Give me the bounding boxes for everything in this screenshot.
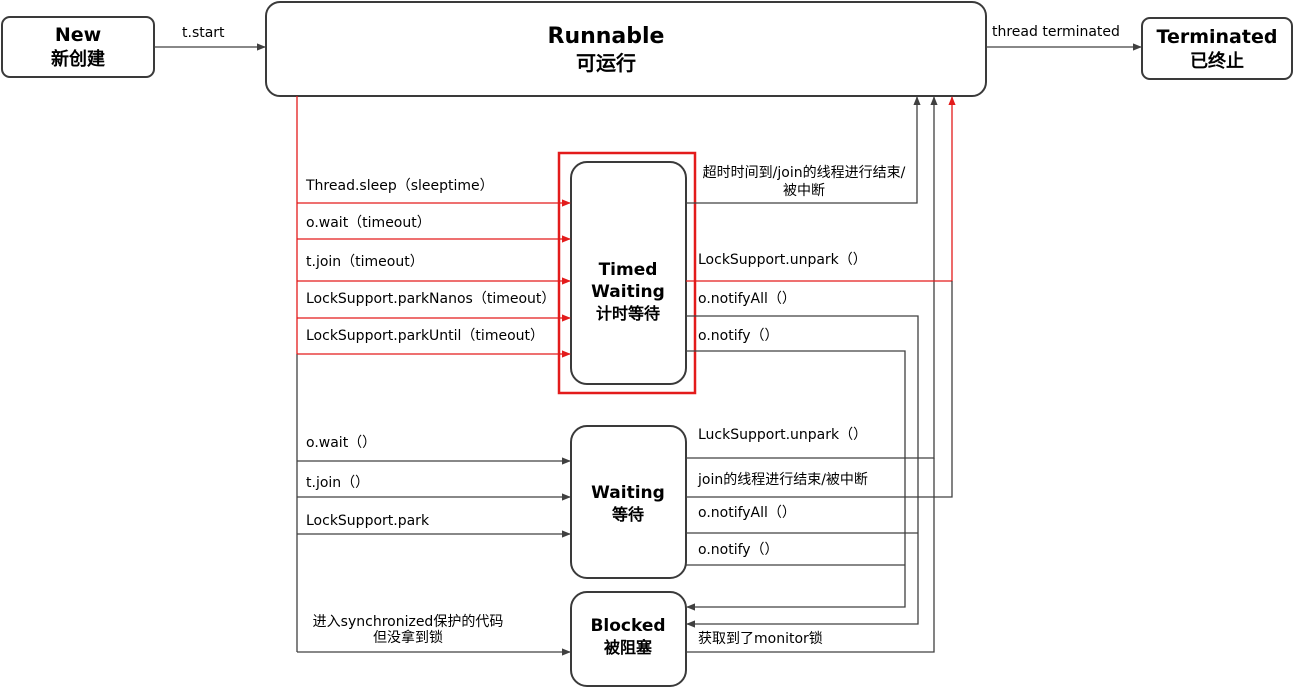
edge-wait-label: o.wait（） xyxy=(306,435,376,451)
timed-waiting-highlight-frame xyxy=(557,151,697,395)
state-waiting-cn: 等待 xyxy=(611,505,644,524)
edge-parkuntil-label: LockSupport.parkUntil（timeout） xyxy=(306,328,544,344)
edge-timed-notifyall-label: o.notifyAll（） xyxy=(698,291,796,307)
state-runnable-name: Runnable xyxy=(548,24,665,49)
state-runnable-cn: 可运行 xyxy=(576,51,636,75)
edge-to-blocked-label-1: 进入synchronized保护的代码 xyxy=(313,614,504,630)
edge-to-blocked: 进入synchronized保护的代码 但没拿到锁 xyxy=(297,614,571,656)
edge-waiting-unpark-label: LuckSupport.unpark（） xyxy=(698,427,867,443)
state-blocked-name: Blocked xyxy=(590,616,665,636)
edge-start: t.start xyxy=(154,25,266,51)
edge-to-blocked-label-2: 但没拿到锁 xyxy=(373,629,443,646)
edges-to-timed-waiting: Thread.sleep（sleeptime） o.wait（timeout） … xyxy=(297,178,571,358)
edge-waiting-notifyall-label: o.notifyAll（） xyxy=(698,505,796,521)
right-labels: 超时时间到/join的线程进行结束/ 被中断 LockSupport.unpar… xyxy=(697,165,906,647)
state-new: New 新创建 xyxy=(1,16,155,78)
edge-timed-unpark-label: LockSupport.unpark（） xyxy=(698,252,867,268)
edge-join-timeout-label: t.join（timeout） xyxy=(306,254,424,270)
edge-timed-notify-label: o.notify（） xyxy=(698,328,779,344)
edge-wait-timeout-label: o.wait（timeout） xyxy=(306,215,431,231)
state-new-cn: 新创建 xyxy=(51,48,105,70)
state-terminated: Terminated 已终止 xyxy=(1141,17,1293,80)
edge-waiting-notify-label: o.notify（） xyxy=(698,542,779,558)
edges-to-waiting: o.wait（） t.join（） LockSupport.park xyxy=(297,435,571,538)
state-blocked: Blocked 被阻塞 xyxy=(570,591,687,687)
edge-terminate: thread terminated xyxy=(986,24,1142,51)
edge-join-label: t.join（） xyxy=(306,475,369,491)
state-timed-waiting-line2: Waiting xyxy=(591,282,665,302)
edge-monitor-label: 获取到了monitor锁 xyxy=(698,631,823,647)
state-new-name: New xyxy=(55,24,101,46)
edge-waiting-join-label: join的线程进行结束/被中断 xyxy=(697,472,868,488)
edge-parknanos-label: LockSupport.parkNanos（timeout） xyxy=(306,291,555,307)
state-waiting-name: Waiting xyxy=(591,483,665,503)
state-runnable: Runnable 可运行 xyxy=(265,1,987,97)
edge-timeout-label-2: 被中断 xyxy=(783,183,825,199)
state-timed-waiting: Timed Waiting 计时等待 xyxy=(557,151,697,395)
edge-start-label: t.start xyxy=(182,25,225,41)
edges-notify-to-blocked xyxy=(686,315,919,628)
edges-back-to-runnable xyxy=(686,96,956,653)
edge-terminate-label: thread terminated xyxy=(992,24,1120,40)
state-terminated-cn: 已终止 xyxy=(1190,50,1244,72)
edge-sleep-label: Thread.sleep（sleeptime） xyxy=(305,178,494,194)
state-timed-waiting-cn: 计时等待 xyxy=(596,304,660,323)
state-waiting: Waiting 等待 xyxy=(570,425,687,579)
state-terminated-name: Terminated xyxy=(1157,26,1278,48)
edge-park-label: LockSupport.park xyxy=(306,513,430,529)
edge-timeout-label-1: 超时时间到/join的线程进行结束/ xyxy=(703,165,906,181)
state-blocked-cn: 被阻塞 xyxy=(604,638,653,657)
state-timed-waiting-line1: Timed xyxy=(599,260,658,280)
